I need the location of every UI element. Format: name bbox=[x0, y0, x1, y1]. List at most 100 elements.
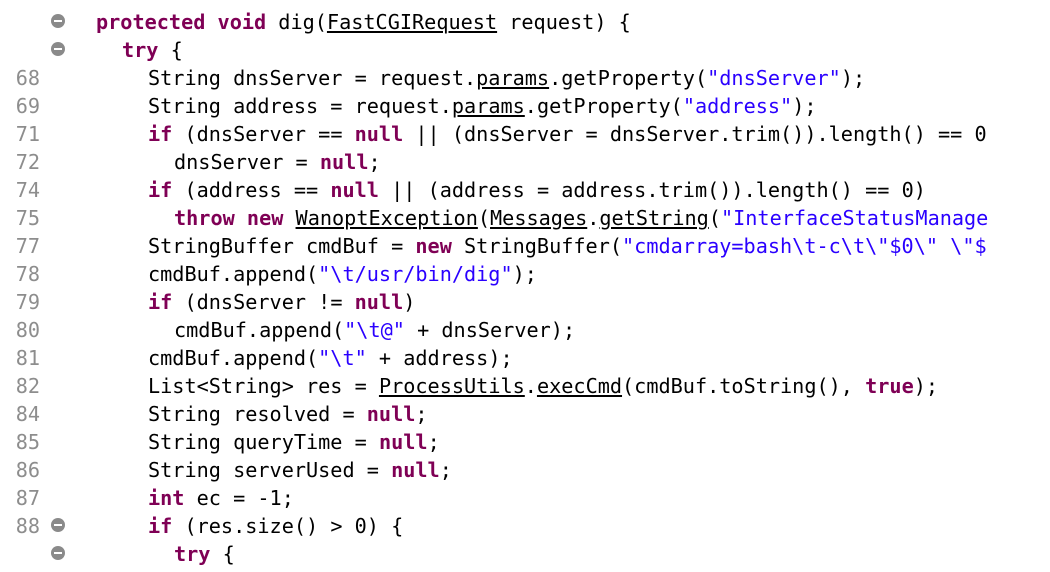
keyword-token: null bbox=[319, 150, 369, 174]
code-token: . bbox=[587, 206, 600, 230]
line-gutter: 87 bbox=[0, 484, 86, 512]
keyword-token: try bbox=[174, 542, 211, 566]
code-token: ); bbox=[913, 374, 939, 398]
code-token: List<String> res = bbox=[148, 374, 379, 398]
code-token: StringBuffer cmdBuf = bbox=[148, 234, 416, 258]
code-line[interactable]: 75 throw new WanoptException(Messages.get… bbox=[0, 204, 1050, 232]
line-gutter: 86 bbox=[0, 456, 86, 484]
code-text: if (dnsServer == null || (dnsServer = dn… bbox=[148, 120, 987, 148]
code-text: String address = request.params.getPrope… bbox=[148, 92, 817, 120]
code-text: int ec = -1; bbox=[148, 484, 294, 512]
reference-token[interactable]: FastCGIRequest bbox=[326, 10, 498, 34]
reference-token[interactable]: getString bbox=[599, 206, 709, 230]
code-text: if (res.size() > 0) { bbox=[148, 512, 403, 540]
code-token: ); bbox=[840, 66, 866, 90]
reference-token[interactable]: execCmd bbox=[536, 374, 623, 398]
reference-token[interactable]: WanoptException bbox=[295, 206, 478, 230]
line-number: 68 bbox=[15, 66, 40, 90]
keyword-token: null bbox=[354, 122, 404, 146]
code-token: (cmdBuf.toString(), bbox=[622, 374, 866, 398]
string-token: "InterfaceStatusManage bbox=[720, 206, 989, 230]
code-token: || (address = address.trim()).length() =… bbox=[378, 178, 926, 202]
collapse-fold-icon[interactable] bbox=[51, 14, 65, 28]
code-token: request) { bbox=[497, 10, 631, 34]
line-gutter bbox=[0, 8, 86, 36]
code-token: .getProperty( bbox=[549, 66, 708, 90]
line-number: 87 bbox=[15, 486, 40, 510]
code-token: String queryTime = bbox=[148, 430, 379, 454]
reference-token[interactable]: params bbox=[451, 94, 525, 118]
code-text: throw new WanoptException(Messages.getSt… bbox=[174, 204, 988, 232]
reference-token[interactable]: params bbox=[476, 66, 550, 90]
line-gutter: 85 bbox=[0, 428, 86, 456]
line-gutter: 72 bbox=[0, 148, 86, 176]
string-token: "dnsServer" bbox=[707, 66, 841, 90]
code-line[interactable]: 71 if (dnsServer == null || (dnsServer = … bbox=[0, 120, 1050, 148]
line-gutter: 75 bbox=[0, 204, 86, 232]
line-gutter: 68 bbox=[0, 64, 86, 92]
code-token: { bbox=[210, 542, 235, 566]
code-text: StringBuffer cmdBuf = new StringBuffer("… bbox=[148, 232, 987, 260]
line-number: 84 bbox=[15, 402, 40, 426]
line-number: 80 bbox=[15, 318, 40, 342]
keyword-token: null bbox=[391, 458, 440, 482]
code-token: ; bbox=[368, 150, 381, 174]
code-line[interactable]: 77 StringBuffer cmdBuf = new StringBuffer… bbox=[0, 232, 1050, 260]
code-token: ec = -1; bbox=[184, 486, 294, 510]
line-gutter: 77 bbox=[0, 232, 86, 260]
string-token: "address" bbox=[682, 94, 793, 118]
line-gutter: 88 bbox=[0, 512, 86, 540]
line-gutter: 84 bbox=[0, 400, 86, 428]
line-gutter: 69 bbox=[0, 92, 86, 120]
line-gutter: 71 bbox=[0, 120, 86, 148]
code-line[interactable]: 86 String serverUsed = null; bbox=[0, 456, 1050, 484]
code-token: + dnsServer); bbox=[404, 318, 576, 342]
line-number: 69 bbox=[15, 94, 40, 118]
keyword-token: null bbox=[366, 402, 416, 426]
line-gutter: 78 bbox=[0, 260, 86, 288]
code-text: try { bbox=[174, 540, 235, 568]
reference-token[interactable]: ProcessUtils bbox=[378, 374, 525, 398]
code-line[interactable]: 69 String address = request.params.getPro… bbox=[0, 92, 1050, 120]
code-line[interactable]: 88 if (res.size() > 0) { bbox=[0, 512, 1050, 540]
code-line[interactable]: 72 dnsServer = null; bbox=[0, 148, 1050, 176]
line-number: 78 bbox=[15, 262, 40, 286]
collapse-fold-icon[interactable] bbox=[51, 518, 65, 532]
code-token: (dnsServer == bbox=[172, 122, 355, 146]
code-text: try { bbox=[122, 36, 183, 64]
string-token: "\t" bbox=[318, 346, 367, 370]
code-token: ) bbox=[403, 290, 416, 314]
keyword-token: throw new bbox=[174, 206, 284, 230]
line-number: 79 bbox=[15, 290, 40, 314]
code-line[interactable]: 68 String dnsServer = request.params.getP… bbox=[0, 64, 1050, 92]
reference-token[interactable]: Messages bbox=[490, 206, 588, 230]
line-number: 85 bbox=[15, 430, 40, 454]
line-number: 86 bbox=[15, 458, 40, 482]
collapse-fold-icon[interactable] bbox=[51, 546, 65, 560]
code-text: cmdBuf.append("\t/usr/bin/dig"); bbox=[148, 260, 537, 288]
code-token bbox=[283, 206, 295, 230]
code-line[interactable]: try { bbox=[0, 36, 1050, 64]
code-text: String dnsServer = request.params.getPro… bbox=[148, 64, 865, 92]
code-token: cmdBuf.append( bbox=[148, 262, 319, 286]
code-line[interactable]: try { bbox=[0, 540, 1050, 568]
line-number: 72 bbox=[15, 150, 40, 174]
code-line[interactable]: 87 int ec = -1; bbox=[0, 484, 1050, 512]
code-line[interactable]: 78 cmdBuf.append("\t/usr/bin/dig"); bbox=[0, 260, 1050, 288]
collapse-fold-icon[interactable] bbox=[51, 42, 65, 56]
code-line[interactable]: protected void dig(FastCGIRequest reques… bbox=[0, 8, 1050, 36]
keyword-token: if bbox=[148, 290, 173, 314]
code-text: String serverUsed = null; bbox=[148, 456, 452, 484]
code-token: (address == bbox=[172, 178, 331, 202]
line-number: 75 bbox=[15, 206, 40, 230]
code-text: dnsServer = null; bbox=[174, 148, 381, 176]
code-token: (res.size() > 0) { bbox=[172, 514, 404, 538]
